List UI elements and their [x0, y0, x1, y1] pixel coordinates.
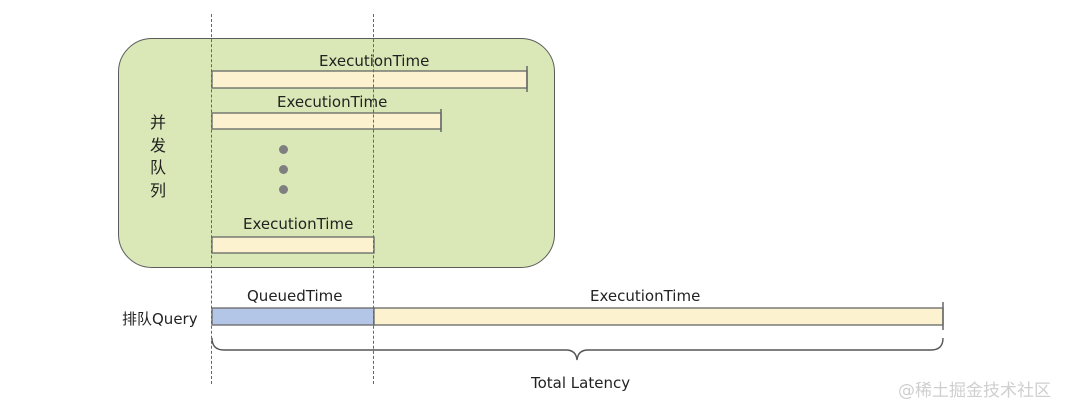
queued-time-label: QueuedTime: [247, 287, 343, 305]
execution-bar-3: [211, 236, 375, 254]
queued-time-bar: [211, 307, 375, 326]
total-latency-brace: [211, 337, 944, 361]
execution-time-label-main: ExecutionTime: [590, 287, 701, 305]
dashed-guide-right: [373, 14, 374, 384]
execution-time-label-1: ExecutionTime: [319, 52, 430, 70]
concurrent-queue-label: 并发队列: [149, 113, 166, 200]
execution-bar-2: [211, 112, 442, 130]
execution-time-label-2: ExecutionTime: [277, 93, 388, 111]
ellipsis-dot: [279, 145, 288, 154]
ellipsis-dot: [279, 165, 288, 174]
execution-time-bar: [373, 307, 944, 326]
ellipsis-dot: [279, 185, 288, 194]
total-latency-label: Total Latency: [531, 374, 631, 392]
execution-time-label-3: ExecutionTime: [243, 215, 354, 233]
dashed-guide-left: [211, 14, 212, 384]
queued-query-label: 排队Query: [122, 310, 198, 328]
execution-bar-1: [211, 70, 528, 89]
watermark: @稀土掘金技术社区: [898, 381, 1051, 401]
